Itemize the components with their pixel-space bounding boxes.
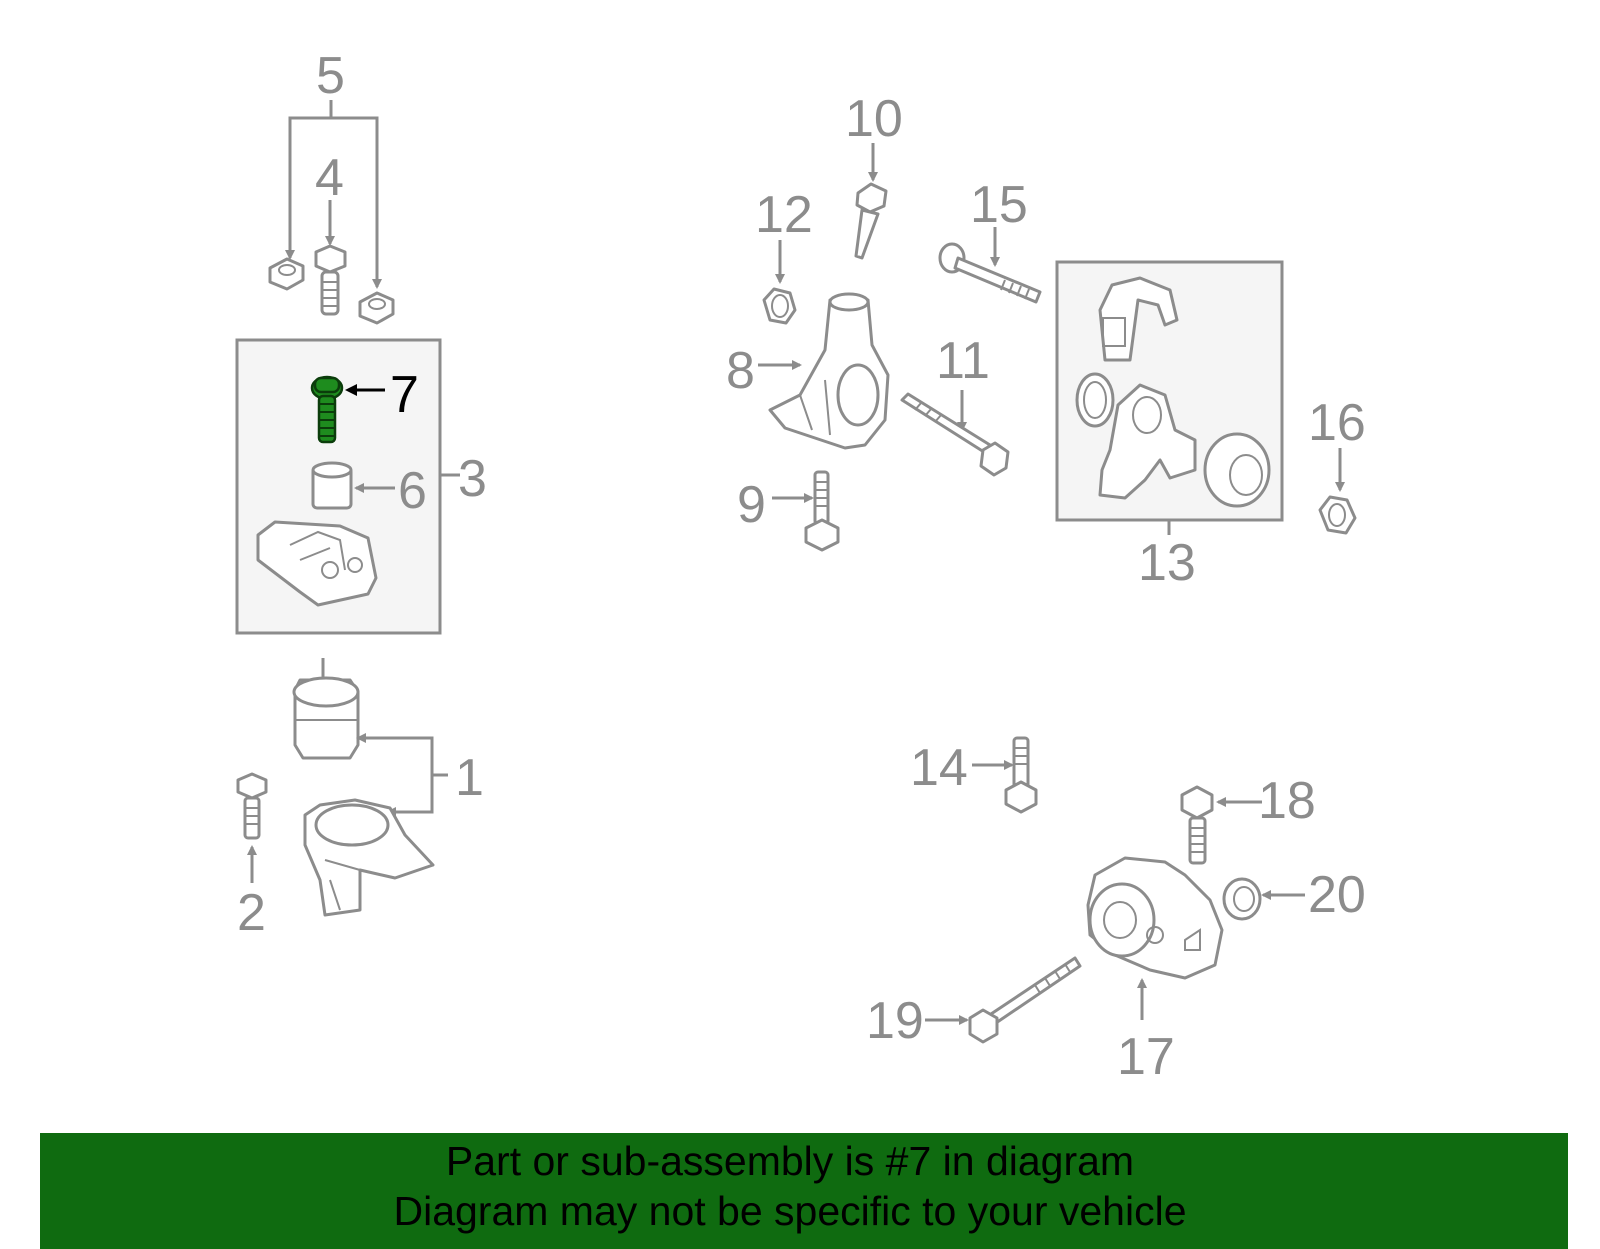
info-banner: Part or sub-assembly is #7 in diagram Di…: [40, 1133, 1568, 1249]
nut-left-icon: [268, 257, 305, 291]
part-2-bolt: [236, 772, 268, 883]
part-18-bolt: [1180, 785, 1262, 865]
callout-17: 17: [1117, 1028, 1175, 1086]
callout-2: 2: [237, 884, 266, 942]
part-7-bolt-highlighted: [310, 375, 385, 444]
callout-5: 5: [316, 47, 345, 105]
banner-line-disclaimer: Diagram may not be specific to your vehi…: [393, 1188, 1187, 1234]
callout-16: 16: [1308, 394, 1366, 452]
part-4-bolt: [314, 200, 347, 316]
part-11-bolt: [900, 390, 1010, 477]
callout-10: 10: [845, 90, 903, 148]
part-8-bracket: [758, 292, 890, 450]
assembly-box-13: [1055, 260, 1284, 535]
part-1-engine-mount: [292, 658, 448, 917]
callout-1: 1: [455, 749, 484, 807]
callout-20: 20: [1308, 866, 1366, 924]
callout-labels: 1 2 3 4 5 6 7 8 9 10 11 12 13 14 15 16 1…: [237, 47, 1366, 1086]
callout-11: 11: [936, 332, 990, 390]
nut-right-icon: [358, 291, 395, 325]
callout-15: 15: [970, 176, 1028, 234]
callout-7: 7: [390, 366, 419, 424]
callout-14: 14: [910, 739, 968, 797]
part-14-bolt: [972, 736, 1038, 814]
callout-6: 6: [398, 462, 427, 520]
banner-line-part-number: Part or sub-assembly is #7 in diagram: [445, 1138, 1135, 1184]
part-12-nut: [762, 240, 797, 325]
parts-diagram: 1 2 3 4 5 6 7 8 9 10 11 12 13 14 15 16 1…: [235, 47, 1366, 1086]
callout-3: 3: [458, 450, 487, 508]
callout-8: 8: [726, 342, 755, 400]
callout-18: 18: [1258, 772, 1316, 830]
callout-4: 4: [315, 149, 344, 207]
callout-9: 9: [737, 476, 766, 534]
part-9-bolt: [772, 470, 840, 552]
part-15-bolt: [938, 227, 1042, 304]
callout-12: 12: [755, 186, 813, 244]
part-6-spacer: [311, 461, 395, 510]
callout-13: 13: [1138, 534, 1196, 592]
part-16-nut: [1318, 448, 1357, 535]
part-10-screw: [854, 143, 888, 260]
part-20-washer: [1222, 877, 1305, 921]
part-5-group: [268, 100, 395, 325]
part-19-bolt: [925, 956, 1082, 1044]
part-17-transmission-mount: [1086, 856, 1224, 1020]
callout-19: 19: [866, 992, 924, 1050]
mount-bracket-plate: [256, 520, 378, 607]
